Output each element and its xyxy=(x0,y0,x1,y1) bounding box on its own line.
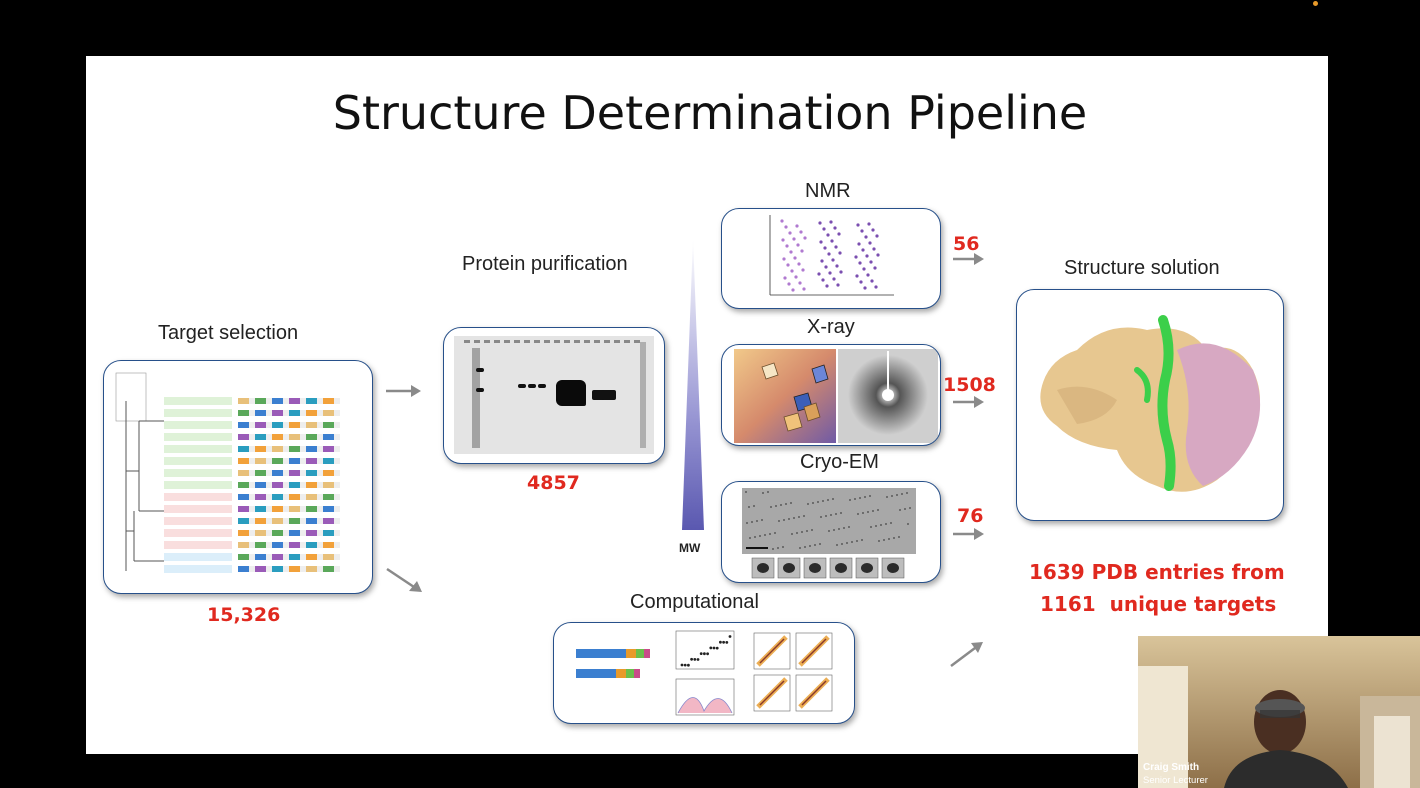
target-selection-count: 15,326 xyxy=(207,604,281,626)
recording-indicator xyxy=(1313,1,1318,6)
nmr-label: NMR xyxy=(805,180,851,202)
structure-solution-label: Structure solution xyxy=(1064,257,1220,279)
nmr-count: 56 xyxy=(953,233,980,255)
arrow-nmr-to-solution xyxy=(953,253,984,265)
purification-count: 4857 xyxy=(527,472,580,494)
cryo-em-panel xyxy=(721,481,941,583)
arrow-cryo-to-solution xyxy=(953,528,984,540)
structure-solution-panel xyxy=(1016,289,1284,521)
nmr-spectrum-image xyxy=(769,215,894,296)
arrow-to-purification xyxy=(386,385,421,397)
xray-label: X-ray xyxy=(807,316,855,338)
mw-wedge-icon xyxy=(682,238,704,530)
phylogeny-figure xyxy=(115,372,340,573)
arrow-computational-to-solution xyxy=(950,642,983,667)
cryo-em-micrograph-image xyxy=(742,488,916,579)
arrow-to-computational xyxy=(386,567,422,592)
sds-page-gel-image xyxy=(454,336,654,454)
participant-role: Senior Lecturer xyxy=(1143,775,1208,786)
summary-line-2: 1161 unique targets xyxy=(1040,592,1277,616)
arrow-xray-to-solution xyxy=(953,396,984,408)
participant-video-feed xyxy=(1138,636,1420,788)
crystal-diffraction-image xyxy=(734,349,938,443)
target-selection-panel xyxy=(103,360,373,594)
computational-panel xyxy=(553,622,855,724)
protein-surface-structure-image xyxy=(1040,315,1261,492)
computational-label: Computational xyxy=(630,591,759,613)
participant-video-tile[interactable]: Craig Smith Senior Lecturer xyxy=(1138,636,1420,788)
protein-purification-label: Protein purification xyxy=(462,253,628,275)
target-selection-label: Target selection xyxy=(158,322,299,344)
contact-prediction-figure xyxy=(576,630,833,716)
cryo-em-count: 76 xyxy=(957,505,984,527)
cryo-em-label: Cryo-EM xyxy=(800,451,879,473)
participant-name: Craig Smith xyxy=(1143,762,1200,773)
xray-panel xyxy=(721,344,941,446)
nmr-panel xyxy=(721,208,941,309)
summary-line-1: 1639 PDB entries from xyxy=(1029,560,1285,584)
mw-label: MW xyxy=(679,541,701,555)
xray-count: 1508 xyxy=(943,374,996,396)
slide-title: Structure Determination Pipeline xyxy=(332,86,1088,140)
gel-panel xyxy=(443,327,665,464)
